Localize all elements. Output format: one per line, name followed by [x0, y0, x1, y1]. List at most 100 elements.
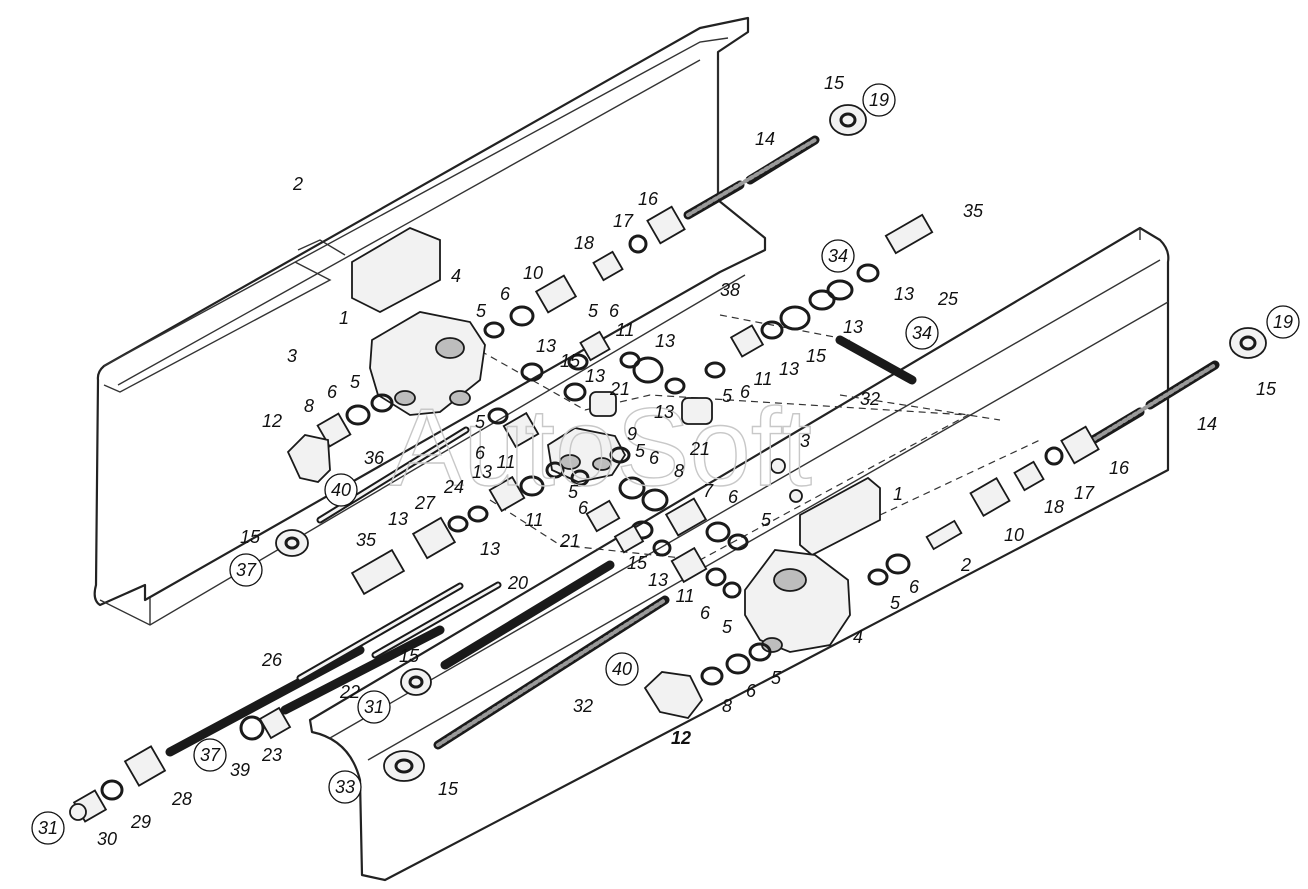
callout-26: 26 [261, 650, 283, 670]
callout-18: 18 [574, 233, 594, 253]
callout-6: 6 [700, 603, 711, 623]
callout-29: 29 [130, 812, 151, 832]
callout-18: 18 [1044, 497, 1064, 517]
watermark: AutoSoft [390, 386, 812, 509]
callout-label: 13 [843, 317, 863, 337]
callout-label: 34 [912, 323, 932, 343]
callout-label: 18 [574, 233, 594, 253]
callout-label: 20 [507, 573, 528, 593]
callout-21: 21 [689, 439, 710, 459]
callout-circle [1266, 305, 1300, 339]
callout-8: 8 [674, 461, 684, 481]
callout-circle [229, 553, 263, 587]
callout-15: 15 [627, 553, 648, 573]
callout-label: 25 [937, 289, 959, 309]
callout-6: 6 [746, 681, 757, 701]
callout-13: 13 [894, 284, 914, 304]
callout-12: 12 [671, 728, 691, 748]
callout-15: 15 [560, 351, 581, 371]
callout-label: 19 [1273, 312, 1293, 332]
callout-6: 6 [909, 577, 920, 597]
callout-6: 6 [327, 382, 338, 402]
callout-label: 19 [869, 90, 889, 110]
callout-label: 6 [649, 448, 660, 468]
callout-4: 4 [451, 266, 461, 286]
callout-circle [862, 83, 896, 117]
brackets [351, 227, 881, 557]
callout-label: 31 [38, 818, 58, 838]
callout-16: 16 [638, 189, 659, 209]
callout-label: 13 [480, 539, 500, 559]
callout-15: 15 [438, 779, 459, 799]
callout-5: 5 [350, 372, 361, 392]
callout-label: 6 [500, 284, 511, 304]
callout-34: 34 [821, 239, 855, 273]
callout-13: 13 [388, 509, 408, 529]
callout-label: 15 [627, 553, 648, 573]
callout-label: 5 [475, 412, 486, 432]
callout-label: 11 [525, 510, 544, 530]
callout-37: 37 [229, 553, 263, 587]
callout-label: 1 [339, 308, 349, 328]
callout-label: 40 [612, 659, 632, 679]
callout-11: 11 [676, 586, 695, 606]
callout-11: 11 [497, 452, 516, 472]
callout-label: 21 [609, 379, 630, 399]
callout-label: 6 [740, 382, 751, 402]
callout-31: 31 [31, 811, 65, 845]
callout-15: 15 [806, 346, 827, 366]
callout-label: 14 [755, 129, 775, 149]
callout-circle [31, 811, 65, 845]
callout-label: 5 [761, 510, 772, 530]
callout-37: 37 [193, 738, 227, 772]
callout-label: 5 [635, 441, 646, 461]
callout-2: 2 [960, 555, 971, 575]
callout-label: 12 [262, 411, 282, 431]
callout-5: 5 [475, 412, 486, 432]
callout-32: 32 [860, 389, 880, 409]
callout-label: 6 [700, 603, 711, 623]
callout-label: 2 [960, 555, 971, 575]
frame-members [93, 16, 1170, 882]
banjo-fittings [275, 104, 1267, 782]
callout-label: 8 [674, 461, 684, 481]
callout-label: 14 [1197, 414, 1217, 434]
callout-label: 6 [327, 382, 338, 402]
callout-39: 39 [230, 760, 250, 780]
callout-32: 32 [573, 696, 593, 716]
callout-5: 5 [568, 482, 579, 502]
callout-4: 4 [853, 627, 863, 647]
callout-label: 5 [476, 301, 487, 321]
callout-label: 30 [97, 829, 117, 849]
callout-27: 27 [414, 493, 436, 513]
callout-label: 12 [671, 728, 691, 748]
callout-label: 1 [893, 484, 903, 504]
callout-8: 8 [304, 396, 314, 416]
callout-label: 35 [356, 530, 377, 550]
callout-label: 15 [438, 779, 459, 799]
callout-label: 37 [236, 560, 257, 580]
upper-bracket [351, 227, 441, 314]
callout-31: 31 [357, 690, 391, 724]
callout-label: 5 [722, 386, 733, 406]
callout-label: 29 [130, 812, 151, 832]
callout-3: 3 [287, 346, 297, 366]
callout-28: 28 [171, 789, 192, 809]
callout-11: 11 [525, 510, 544, 530]
callout-circle [905, 316, 939, 350]
callout-label: 15 [240, 527, 261, 547]
callout-label: 4 [853, 627, 863, 647]
callout-5: 5 [771, 668, 782, 688]
callout-label: 37 [200, 745, 221, 765]
callout-1: 1 [893, 484, 903, 504]
callout-label: 38 [720, 280, 740, 300]
callout-6: 6 [475, 443, 486, 463]
callout-12: 12 [262, 411, 282, 431]
callout-label: 13 [894, 284, 914, 304]
callout-10: 10 [1004, 525, 1024, 545]
callout-label: 5 [568, 482, 579, 502]
hoses [165, 135, 1220, 757]
callout-5: 5 [476, 301, 487, 321]
callout-label: 4 [451, 266, 461, 286]
